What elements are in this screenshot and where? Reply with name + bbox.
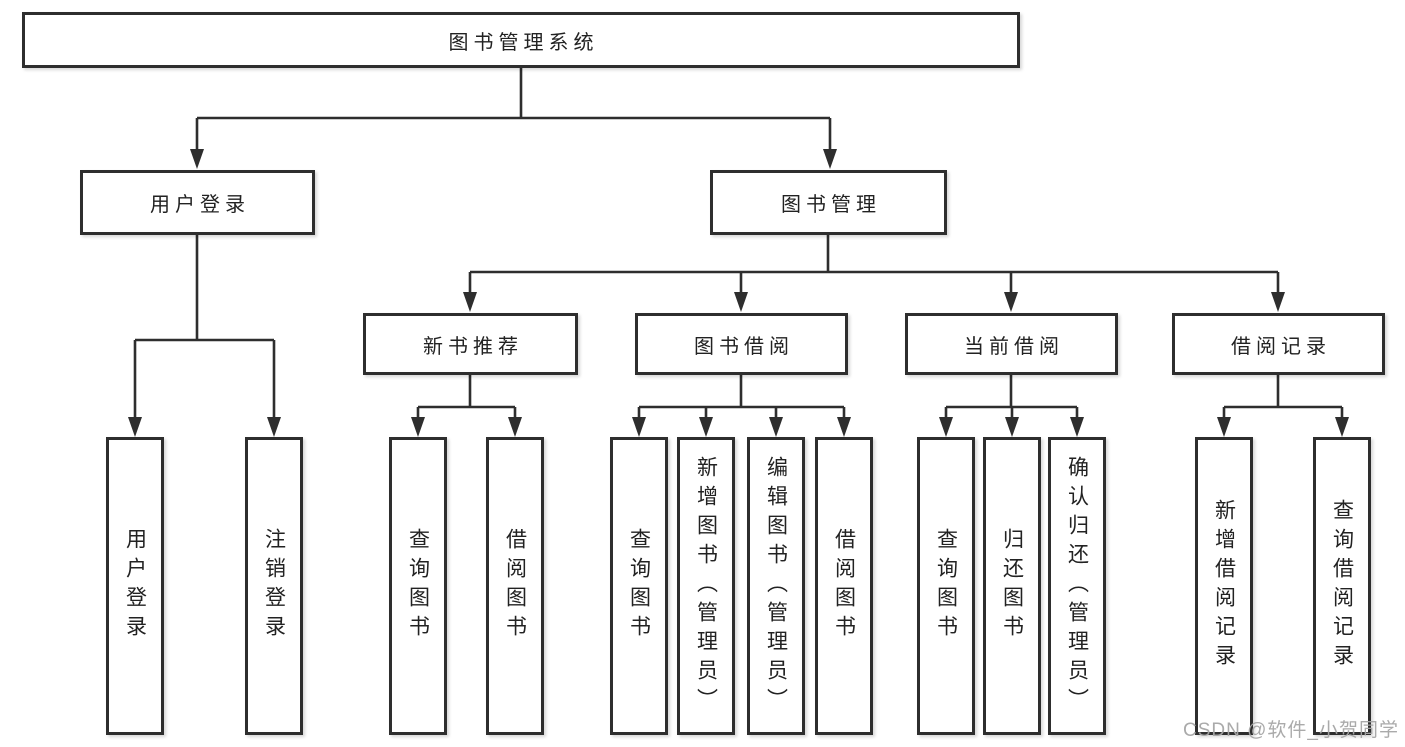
leaf-logout-login: 注销登录	[245, 437, 303, 735]
csdn-watermark: CSDN @软件_小贺同学	[1183, 720, 1399, 741]
leaf-borrow-books: 借阅图书	[815, 437, 873, 735]
leaf-query-books-recommend: 查询图书	[389, 437, 447, 735]
leaf-confirm-return-admin: 确认归还（管理员）	[1048, 437, 1106, 735]
leaf-add-borrow-record: 新增借阅记录	[1195, 437, 1253, 735]
node-new-book-recommend: 新书推荐	[363, 313, 578, 375]
node-book-management: 图书管理	[710, 170, 947, 235]
arrowheads	[128, 149, 1349, 437]
leaf-query-borrow-record: 查询借阅记录	[1313, 437, 1371, 735]
node-borrow-record: 借阅记录	[1172, 313, 1385, 375]
leaf-query-books-current: 查询图书	[917, 437, 975, 735]
node-current-borrow: 当前借阅	[905, 313, 1118, 375]
leaf-return-books: 归还图书	[983, 437, 1041, 735]
leaf-edit-books-admin: 编辑图书（管理员）	[747, 437, 805, 735]
leaf-user-login: 用户登录	[106, 437, 164, 735]
leaf-add-books-admin: 新增图书（管理员）	[677, 437, 735, 735]
node-library-management-system: 图书管理系统	[22, 12, 1020, 68]
node-user-login: 用户登录	[80, 170, 315, 235]
leaf-borrow-books-recommend: 借阅图书	[486, 437, 544, 735]
node-book-borrow: 图书借阅	[635, 313, 848, 375]
leaf-query-books-borrow: 查询图书	[610, 437, 668, 735]
